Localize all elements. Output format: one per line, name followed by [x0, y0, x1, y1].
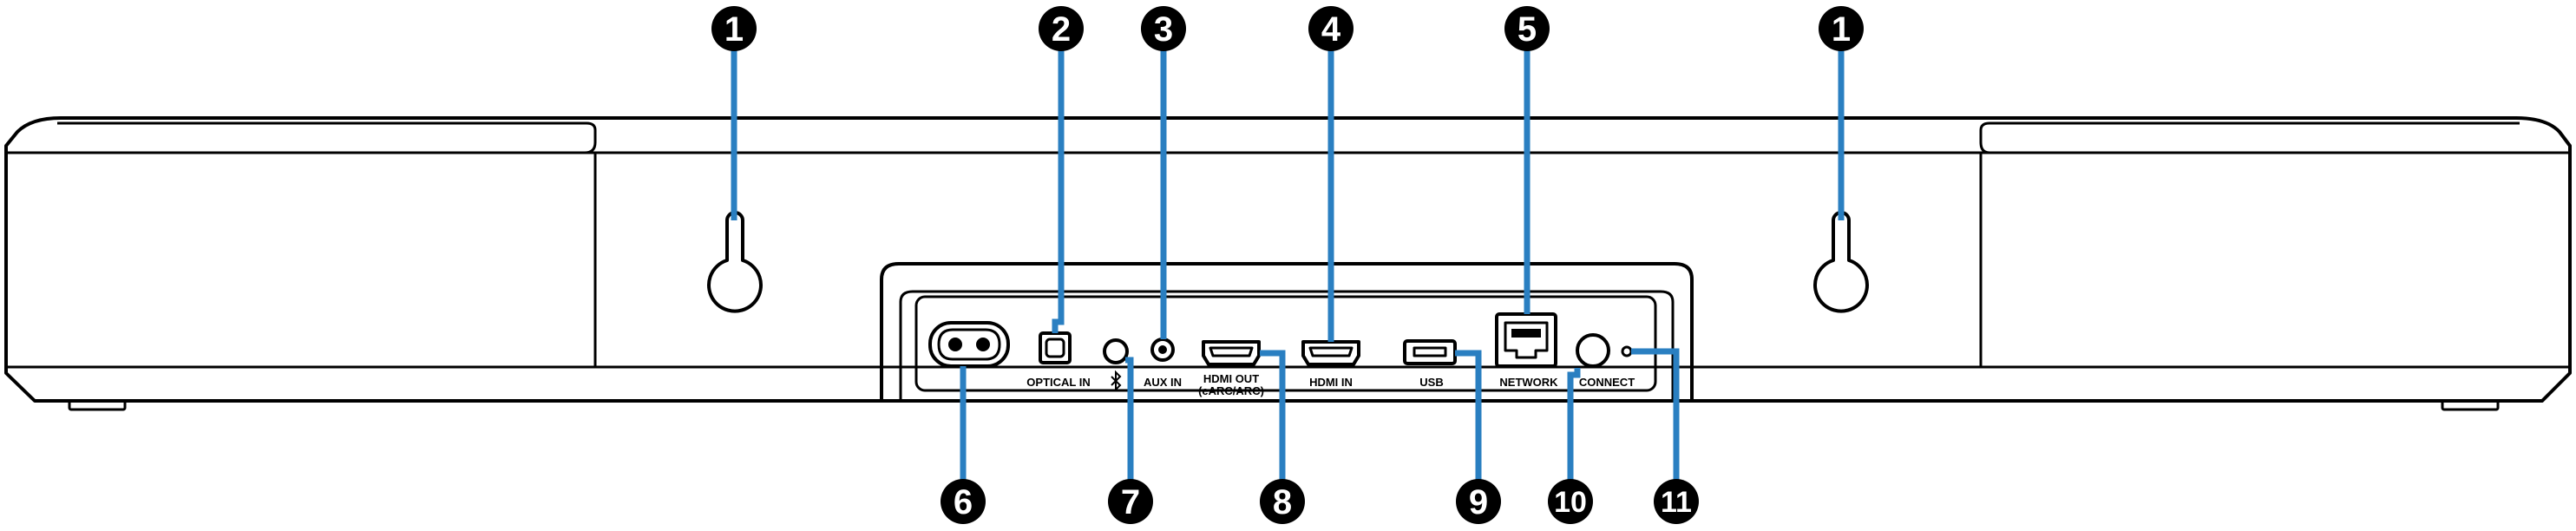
callout-11: 11 — [1654, 479, 1699, 524]
svg-text:6: 6 — [954, 483, 973, 521]
hdmi-in-label: HDMI IN — [1309, 376, 1353, 389]
aux-in-port: AUX IN — [1144, 338, 1182, 389]
svg-text:9: 9 — [1469, 483, 1488, 521]
callout-7: 7 — [1108, 479, 1153, 524]
hdmi-out-label: HDMI OUT — [1203, 372, 1259, 385]
callout-1-left: 1 — [711, 6, 757, 51]
svg-text:5: 5 — [1517, 10, 1537, 49]
usb-port: USB — [1403, 339, 1457, 389]
keyhole-mount-left — [707, 211, 763, 313]
hdmi-out-port: HDMI OUT (eARC/ARC) — [1198, 340, 1264, 397]
callout-5: 5 — [1504, 6, 1550, 51]
connector-panel — [880, 262, 1694, 403]
optical-in-port: OPTICAL IN — [1026, 331, 1091, 389]
network-port: NETWORK — [1495, 312, 1558, 389]
hdmi-in-port: HDMI IN — [1301, 340, 1360, 389]
network-label: NETWORK — [1499, 376, 1558, 389]
usb-label: USB — [1419, 376, 1443, 389]
svg-text:10: 10 — [1554, 486, 1587, 519]
svg-text:11: 11 — [1661, 486, 1692, 519]
connect-label: CONNECT — [1579, 376, 1635, 389]
callout-10: 10 — [1548, 479, 1593, 524]
hdmi-out-sublabel: (eARC/ARC) — [1198, 384, 1264, 397]
svg-text:8: 8 — [1273, 483, 1292, 521]
optical-in-label: OPTICAL IN — [1026, 376, 1090, 389]
svg-text:7: 7 — [1121, 483, 1140, 521]
ac-inlet-port — [928, 321, 1010, 368]
callout-2: 2 — [1039, 6, 1084, 51]
svg-text:3: 3 — [1154, 10, 1173, 49]
svg-text:4: 4 — [1321, 10, 1341, 49]
svg-text:1: 1 — [1832, 10, 1851, 49]
callout-9: 9 — [1456, 479, 1501, 524]
keyhole-mount-right — [1813, 211, 1869, 313]
status-led — [1621, 345, 1633, 357]
callout-6: 6 — [941, 479, 986, 524]
bluetooth-icon — [1111, 370, 1122, 392]
soundbar-body — [4, 116, 2572, 411]
callout-3: 3 — [1141, 6, 1186, 51]
aux-in-label: AUX IN — [1144, 376, 1182, 389]
callout-1-right: 1 — [1819, 6, 1864, 51]
callout-4: 4 — [1308, 6, 1354, 51]
callout-8: 8 — [1260, 479, 1305, 524]
svg-text:1: 1 — [724, 10, 744, 49]
svg-text:2: 2 — [1052, 10, 1071, 49]
leader-lines — [731, 48, 1845, 482]
bluetooth-button — [1103, 338, 1129, 392]
connect-button: CONNECT — [1576, 333, 1635, 389]
